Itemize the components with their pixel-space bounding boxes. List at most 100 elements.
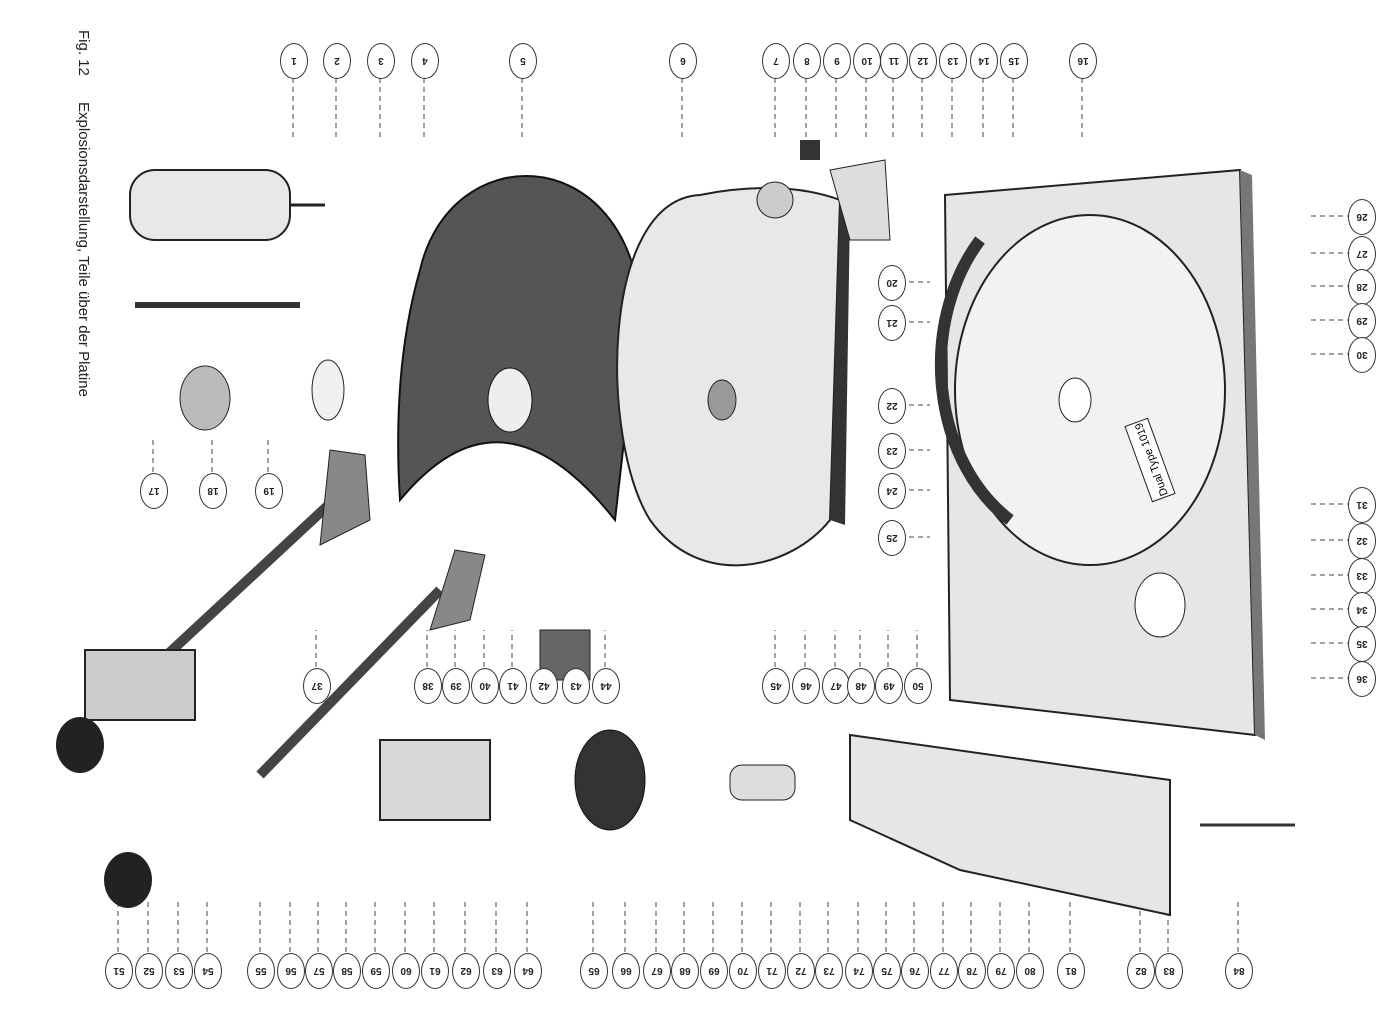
callout-73: 73 — [815, 953, 843, 989]
bearing-housing — [379, 739, 491, 821]
counterweight — [56, 717, 104, 773]
callout-78: 78 — [958, 953, 986, 989]
callout-15: 15 — [1000, 43, 1028, 79]
callout-56: 56 — [277, 953, 305, 989]
platter-hub — [707, 379, 737, 421]
callout-34: 34 — [1348, 592, 1376, 628]
callout-68: 68 — [671, 953, 699, 989]
callout-31: 31 — [1348, 487, 1376, 523]
callout-29: 29 — [1348, 303, 1376, 339]
counterweight-2 — [104, 852, 152, 908]
callout-26: 26 — [1348, 199, 1376, 235]
antiskating-dial — [574, 729, 646, 831]
callout-82: 82 — [1127, 953, 1155, 989]
platter-edge — [830, 200, 850, 525]
callout-38: 38 — [414, 668, 442, 704]
callout-70: 70 — [729, 953, 757, 989]
sleeve — [729, 764, 796, 801]
callout-41: 41 — [499, 668, 527, 704]
callout-5: 5 — [509, 43, 537, 79]
callout-3: 3 — [367, 43, 395, 79]
callout-84: 84 — [1225, 953, 1253, 989]
callout-14: 14 — [970, 43, 998, 79]
callout-9: 9 — [823, 43, 851, 79]
callout-74: 74 — [845, 953, 873, 989]
callout-32: 32 — [1348, 523, 1376, 559]
callout-76: 76 — [901, 953, 929, 989]
callout-50: 50 — [904, 668, 932, 704]
callout-65: 65 — [580, 953, 608, 989]
callout-54: 54 — [194, 953, 222, 989]
callout-64: 64 — [514, 953, 542, 989]
callout-21: 21 — [878, 305, 906, 341]
callout-71: 71 — [758, 953, 786, 989]
callout-23: 23 — [878, 433, 906, 469]
platter-rim — [934, 236, 1014, 525]
base-plate-edge — [1240, 170, 1265, 740]
callout-83: 83 — [1155, 953, 1183, 989]
callout-69: 69 — [700, 953, 728, 989]
callout-44: 44 — [592, 668, 620, 704]
bracket-9 — [829, 159, 891, 241]
callout-58: 58 — [333, 953, 361, 989]
callout-51: 51 — [105, 953, 133, 989]
callout-30: 30 — [1348, 337, 1376, 373]
callout-77: 77 — [930, 953, 958, 989]
callout-48: 48 — [847, 668, 875, 704]
callout-18: 18 — [199, 473, 227, 509]
callout-43: 43 — [562, 668, 590, 704]
callout-81: 81 — [1057, 953, 1085, 989]
callout-75: 75 — [873, 953, 901, 989]
pivot-housing — [84, 649, 196, 721]
callout-57: 57 — [305, 953, 333, 989]
knob-18 — [179, 365, 231, 431]
callout-2: 2 — [323, 43, 351, 79]
spindle-hole — [1058, 377, 1092, 423]
callout-46: 46 — [792, 668, 820, 704]
callout-72: 72 — [787, 953, 815, 989]
callout-67: 67 — [643, 953, 671, 989]
callout-25: 25 — [878, 520, 906, 556]
callout-4: 4 — [411, 43, 439, 79]
callout-33: 33 — [1348, 558, 1376, 594]
callout-47: 47 — [822, 668, 850, 704]
callout-45: 45 — [762, 668, 790, 704]
mat-center-hole — [487, 367, 533, 433]
callout-66: 66 — [612, 953, 640, 989]
callout-59: 59 — [362, 953, 390, 989]
cam-8 — [800, 140, 820, 160]
knob-7 — [756, 181, 794, 219]
callout-61: 61 — [421, 953, 449, 989]
headshell-2 — [429, 549, 486, 631]
callout-40: 40 — [471, 668, 499, 704]
callout-60: 60 — [392, 953, 420, 989]
callout-10: 10 — [853, 43, 881, 79]
callout-7: 7 — [762, 43, 790, 79]
speed-wheel-opening — [1134, 572, 1186, 638]
motor — [129, 169, 291, 241]
control-plate — [849, 733, 1171, 917]
callout-12: 12 — [909, 43, 937, 79]
callout-24: 24 — [878, 473, 906, 509]
callout-63: 63 — [483, 953, 511, 989]
callout-6: 6 — [669, 43, 697, 79]
callout-36: 36 — [1348, 661, 1376, 697]
callout-80: 80 — [1016, 953, 1044, 989]
washer-3 — [311, 359, 345, 421]
callout-42: 42 — [530, 668, 558, 704]
tonearm-2 — [256, 586, 444, 779]
callout-52: 52 — [135, 953, 163, 989]
callout-62: 62 — [452, 953, 480, 989]
callout-16: 16 — [1069, 43, 1097, 79]
callout-49: 49 — [875, 668, 903, 704]
callout-11: 11 — [880, 43, 908, 79]
callout-17: 17 — [140, 473, 168, 509]
headshell-1 — [319, 449, 371, 546]
callout-53: 53 — [165, 953, 193, 989]
callout-22: 22 — [878, 388, 906, 424]
tonearm-1 — [136, 481, 354, 684]
callout-79: 79 — [987, 953, 1015, 989]
callout-35: 35 — [1348, 626, 1376, 662]
